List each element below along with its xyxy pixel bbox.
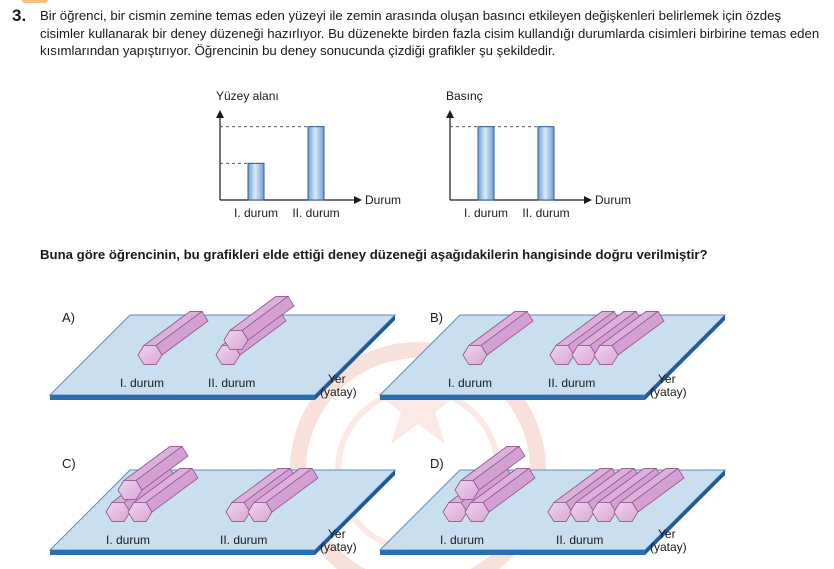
prism-front-face <box>127 502 153 522</box>
case2-label: II. durum <box>556 533 603 547</box>
question-text: Bir öğrenci, bir cismin zemine temas ede… <box>40 8 820 58</box>
case1-label: I. durum <box>448 376 492 390</box>
y-axis-label: Basınç <box>446 89 483 103</box>
x-tick-label: II. durum <box>522 206 569 220</box>
x-tick-label: I. durum <box>234 206 278 220</box>
prism-front-face <box>593 345 619 365</box>
option-letter: A) <box>62 310 75 325</box>
floor-label: Yer <box>658 372 676 386</box>
floor-sublabel: (yatay) <box>320 385 357 399</box>
x-axis-label: Durum <box>365 193 401 207</box>
option-a: A) I. durum II. durum Yer(yatay) <box>48 295 397 400</box>
prism-front-face <box>117 480 143 500</box>
floor-edge-side <box>645 470 725 555</box>
floor-edge-side <box>645 315 725 400</box>
x-axis-label: Durum <box>595 193 631 207</box>
floor-label: Yer <box>328 527 346 541</box>
option-letter: C) <box>62 456 76 471</box>
x-tick-label: I. durum <box>464 206 508 220</box>
prism-case2 <box>247 467 319 522</box>
case1-label: I. durum <box>440 533 484 547</box>
prism-front-face <box>464 502 490 522</box>
prism-front-face <box>547 502 573 522</box>
prism-case1 <box>137 310 209 365</box>
option-c: C) I. durum II. durum Yer(yatay) <box>48 445 397 555</box>
floor-edge-side <box>315 315 395 400</box>
prism-front-face <box>571 345 597 365</box>
prism-case1 <box>127 467 199 522</box>
case2-label: II. durum <box>548 376 595 390</box>
corner-tab <box>22 0 48 3</box>
case1-label: I. durum <box>106 533 150 547</box>
floor-edge-front <box>50 550 315 555</box>
option-b: B) I. durum II. durum Yer(yatay) <box>378 310 727 400</box>
prism-case1 <box>464 467 536 522</box>
case2-label: II. durum <box>220 533 267 547</box>
bar-1 <box>247 162 265 201</box>
floor-edge-side <box>315 470 395 555</box>
prism-case1 <box>454 445 526 500</box>
floor-edge-front <box>380 395 645 400</box>
prism-front-face <box>462 345 488 365</box>
option-letter: B) <box>430 310 443 325</box>
prism-front-face <box>247 502 273 522</box>
floor-label: Yer <box>658 527 676 541</box>
prism-front-face <box>223 330 249 350</box>
y-axis-arrow <box>446 110 454 118</box>
case1-label: I. durum <box>120 376 164 390</box>
floor-sublabel: (yatay) <box>650 385 687 399</box>
x-tick-label: II. durum <box>292 206 339 220</box>
bar-2 <box>537 126 555 201</box>
prism-front-face <box>454 480 480 500</box>
bar-1 <box>477 126 495 201</box>
prism-front-face <box>569 502 595 522</box>
x-axis-arrow <box>584 196 592 204</box>
floor-edge-front <box>50 395 315 400</box>
option-letter: D) <box>430 456 444 471</box>
option-d: D) I. durum II. durum Yer(yatay) <box>378 445 727 555</box>
y-axis-arrow <box>216 110 224 118</box>
question-prompt: Buna göre öğrencinin, bu grafikleri elde… <box>40 247 708 262</box>
floor-sublabel: (yatay) <box>650 540 687 554</box>
prism-case2 <box>593 310 665 365</box>
prism-case1 <box>117 445 189 500</box>
question-number: 3. <box>12 6 27 25</box>
prism-front-face <box>105 502 131 522</box>
y-axis-label: Yüzey alanı <box>216 89 279 103</box>
prism-front-face <box>613 502 639 522</box>
x-axis-arrow <box>354 196 362 204</box>
prism-case2 <box>613 467 685 522</box>
floor-edge-front <box>380 550 645 555</box>
prism-front-face <box>442 502 468 522</box>
prism-case1 <box>462 310 534 365</box>
prism-front-face <box>137 345 163 365</box>
floor-label: Yer <box>328 372 346 386</box>
floor-sublabel: (yatay) <box>320 540 357 554</box>
case2-label: II. durum <box>208 376 255 390</box>
prism-front-face <box>225 502 251 522</box>
prism-front-face <box>549 345 575 365</box>
bar-2 <box>307 126 325 201</box>
prism-front-face <box>591 502 617 522</box>
prism-case2 <box>223 295 295 350</box>
